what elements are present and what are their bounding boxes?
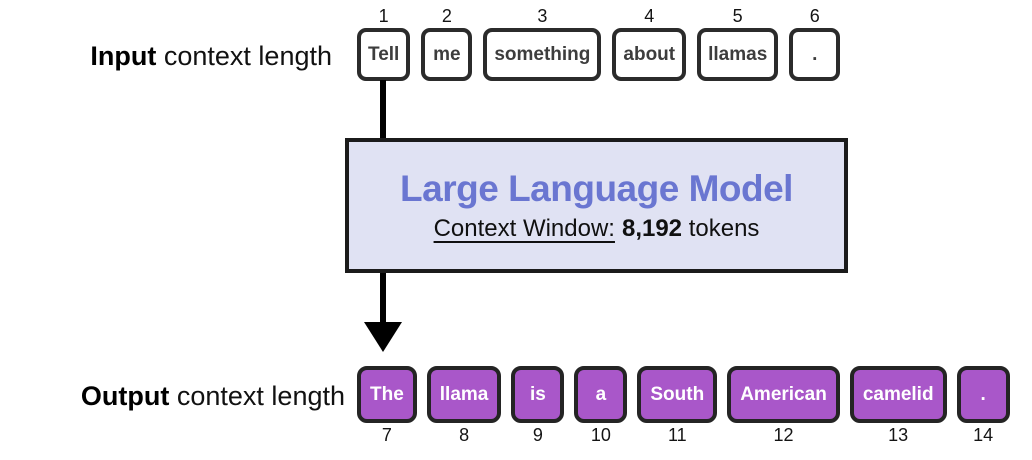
arrow-head-down-icon xyxy=(364,322,402,352)
input-token-row: 1 Tell 2 me 3 something 4 about 5 llamas… xyxy=(357,4,841,81)
arrow-line-bottom xyxy=(380,271,386,324)
output-token-9: is 9 xyxy=(511,366,565,447)
input-token-5: 5 llamas xyxy=(697,4,779,81)
token-box: American xyxy=(727,366,840,423)
output-label-bold: Output xyxy=(80,381,170,411)
token-box: a xyxy=(574,366,628,423)
token-box: about xyxy=(612,28,687,81)
token-number: 9 xyxy=(532,425,543,445)
token-number: 8 xyxy=(459,425,470,445)
input-token-3: 3 something xyxy=(483,4,602,81)
llm-box: Large Language Model Context Window:8,19… xyxy=(345,138,848,273)
token-number: 14 xyxy=(973,425,994,445)
output-token-8: llama 8 xyxy=(426,366,502,447)
token-number: 5 xyxy=(732,6,743,26)
output-token-13: camelid 13 xyxy=(849,366,947,447)
context-window-value: 8,192 xyxy=(621,214,683,242)
token-box: . xyxy=(956,366,1010,423)
input-label-rest: context length xyxy=(156,41,332,71)
context-window-line: Context Window:8,192 tokens xyxy=(434,215,760,243)
token-box: llamas xyxy=(697,28,779,81)
output-token-10: a 10 xyxy=(574,366,628,447)
token-box: Tell xyxy=(357,28,411,81)
token-box: camelid xyxy=(849,366,947,423)
token-number: 4 xyxy=(644,6,655,26)
output-token-row: The 7 llama 8 is 9 a 10 South 11 America… xyxy=(357,366,1010,447)
input-token-4: 4 about xyxy=(612,4,687,81)
output-row-label: Output context length xyxy=(0,381,345,411)
token-number: 10 xyxy=(590,425,611,445)
input-token-2: 2 me xyxy=(421,4,473,81)
token-box: llama xyxy=(426,366,502,423)
token-box: is xyxy=(511,366,565,423)
input-row-label: Input context length xyxy=(0,41,332,71)
token-number: 11 xyxy=(667,425,687,445)
token-box: something xyxy=(483,28,602,81)
arrow-line-top xyxy=(380,80,386,138)
input-label-bold: Input xyxy=(90,41,157,71)
token-box: The xyxy=(357,366,417,423)
output-label-rest: context length xyxy=(169,381,345,411)
output-token-7: The 7 xyxy=(357,366,417,447)
token-number: 1 xyxy=(378,6,389,26)
token-number: 7 xyxy=(381,425,392,445)
token-box: me xyxy=(421,28,473,81)
token-number: 12 xyxy=(773,425,794,445)
token-number: 13 xyxy=(888,425,909,445)
output-token-11: South 11 xyxy=(637,366,718,447)
token-box: . xyxy=(789,28,841,81)
output-token-14: . 14 xyxy=(956,366,1010,447)
input-token-1: 1 Tell xyxy=(357,4,411,81)
token-box: South xyxy=(637,366,718,423)
output-token-12: American 12 xyxy=(727,366,840,447)
llm-title: Large Language Model xyxy=(400,168,793,210)
token-number: 3 xyxy=(537,6,548,26)
token-number: 2 xyxy=(441,6,452,26)
context-window-suffix: tokens xyxy=(682,214,760,242)
input-token-6: 6 . xyxy=(789,4,841,81)
context-window-label: Context Window: xyxy=(433,214,615,242)
token-number: 6 xyxy=(809,6,820,26)
